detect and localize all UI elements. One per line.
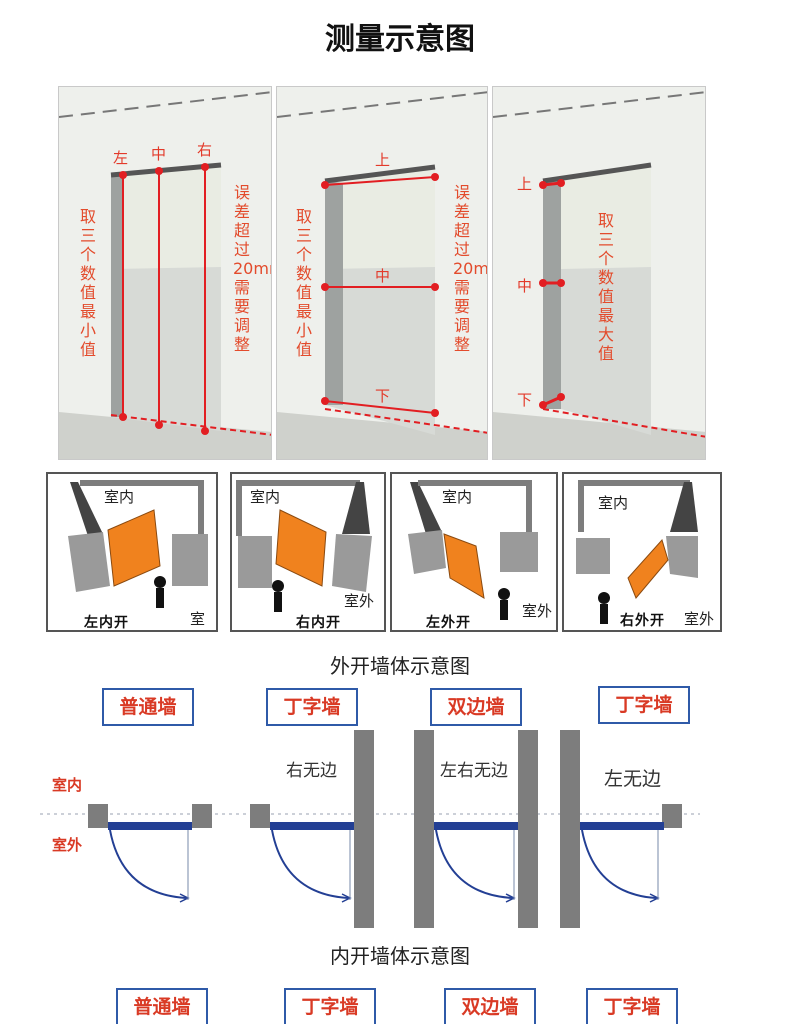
door-caption: 右内开	[296, 615, 341, 631]
inward-section-title: 内开墙体示意图	[330, 944, 470, 968]
door-type-left-inward: 室内 室外 左内开	[46, 472, 218, 632]
outdoor-side-label: 室外	[52, 836, 83, 854]
note-take-min: 取三个数值最小值	[295, 207, 312, 359]
wall-note-right-none: 右无边	[286, 761, 337, 781]
label-bottom: 下	[375, 387, 391, 405]
door-caption: 左外开	[426, 615, 471, 631]
wall-tag-t-shaped: 丁字墙	[586, 988, 678, 1024]
door-type-left-outward: 室内 室外 左外开	[390, 472, 558, 632]
label-middle: 中	[375, 267, 391, 285]
page-title: 测量示意图	[325, 22, 475, 57]
wall-tag-double: 双边墙	[444, 988, 536, 1024]
indoor-label: 室内	[442, 488, 473, 506]
outdoor-label: 室外	[190, 610, 206, 628]
outward-section-title: 外开墙体示意图	[330, 654, 470, 678]
measure-panel-depth: 上 中 下 取三个数值最大值	[492, 86, 706, 460]
wall-tag-t-shaped: 丁字墙	[598, 686, 690, 724]
label-left: 左	[113, 149, 129, 167]
indoor-label: 室内	[598, 494, 629, 512]
door-type-right-outward: 室内 室外 右外开	[562, 472, 722, 632]
wall-tag-t-shaped: 丁字墙	[284, 988, 376, 1024]
indoor-label: 室内	[250, 488, 281, 506]
door-type-right-inward: 室内 室外 右内开	[230, 472, 386, 632]
wall-tag-double: 双边墙	[430, 688, 522, 726]
measure-panel-width: 左 中 右 取三个数值最小值 误差超过20mm需要调整	[58, 86, 272, 460]
width-measure-drawing	[59, 91, 271, 459]
wall-tag-ordinary: 普通墙	[102, 688, 194, 726]
depth-measure-drawing	[493, 91, 705, 459]
label-middle: 中	[517, 277, 533, 295]
label-right: 右	[197, 141, 213, 159]
door-caption: 左内开	[84, 615, 129, 631]
outdoor-label: 室外	[522, 602, 553, 620]
label-middle: 中	[151, 145, 167, 163]
label-top: 上	[375, 151, 391, 169]
outward-wall-plans: 右无边 左右无边 左无边	[0, 726, 800, 932]
door-caption: 右外开	[620, 613, 665, 629]
note-tolerance: 误差超过20mm需要调整	[233, 183, 271, 354]
label-top: 上	[517, 175, 533, 193]
label-bottom: 下	[517, 391, 533, 409]
indoor-side-label: 室内	[52, 776, 83, 794]
indoor-label: 室内	[104, 488, 135, 506]
note-take-max: 取三个数值最大值	[597, 211, 614, 363]
wall-tag-t-shaped: 丁字墙	[266, 688, 358, 726]
outdoor-label: 室外	[344, 592, 375, 610]
measure-panel-height: 上 中 下 取三个数值最小值 误差超过20mm需要调整	[276, 86, 488, 460]
note-tolerance: 误差超过20mm需要调整	[453, 183, 488, 354]
note-take-min: 取三个数值最小值	[79, 207, 96, 359]
wall-note-left-none: 左无边	[604, 768, 662, 790]
outdoor-label: 室外	[684, 610, 715, 628]
height-measure-drawing	[277, 91, 487, 459]
wall-note-both-none: 左右无边	[440, 761, 508, 781]
wall-tag-ordinary: 普通墙	[116, 988, 208, 1024]
